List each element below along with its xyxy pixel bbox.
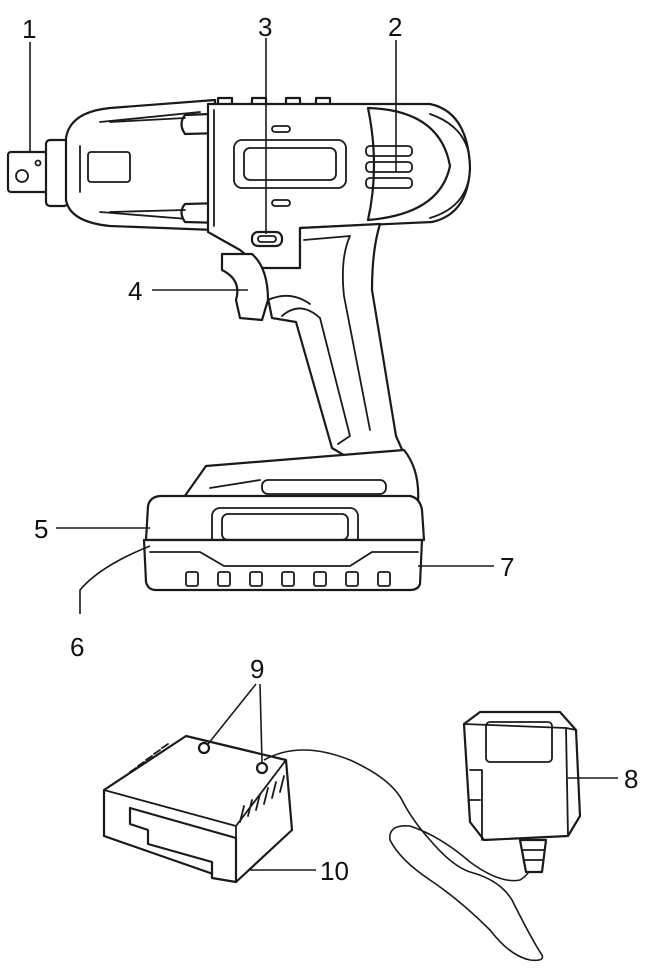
callout-3: 3 [258, 12, 272, 42]
trigger [220, 252, 270, 322]
handle-grip [260, 222, 406, 462]
impact-wrench [6, 96, 472, 592]
callout-10: 10 [320, 856, 349, 886]
callout-2: 2 [388, 12, 402, 42]
battery-pack [142, 494, 426, 592]
callout-labels: 1 2 3 4 5 6 7 8 9 10 [22, 12, 638, 886]
callout-4: 4 [128, 276, 142, 306]
callout-7: 7 [500, 552, 514, 582]
forward-reverse-switch [250, 230, 284, 248]
callout-9: 9 [250, 654, 264, 684]
square-drive-anvil [6, 138, 70, 208]
charger-side-vents [239, 775, 285, 823]
rear-air-vents [365, 145, 413, 189]
power-adapter [462, 710, 582, 874]
charger-top-vents [129, 743, 169, 773]
charger-base [102, 734, 294, 884]
battery-base-slots [185, 571, 391, 587]
callout-6: 6 [70, 632, 84, 662]
callout-1: 1 [22, 14, 36, 44]
callout-8: 8 [624, 764, 638, 794]
leader-lines [29, 38, 618, 871]
battery-latch [180, 448, 420, 504]
callout-5: 5 [34, 514, 48, 544]
charger-cord [263, 749, 544, 962]
